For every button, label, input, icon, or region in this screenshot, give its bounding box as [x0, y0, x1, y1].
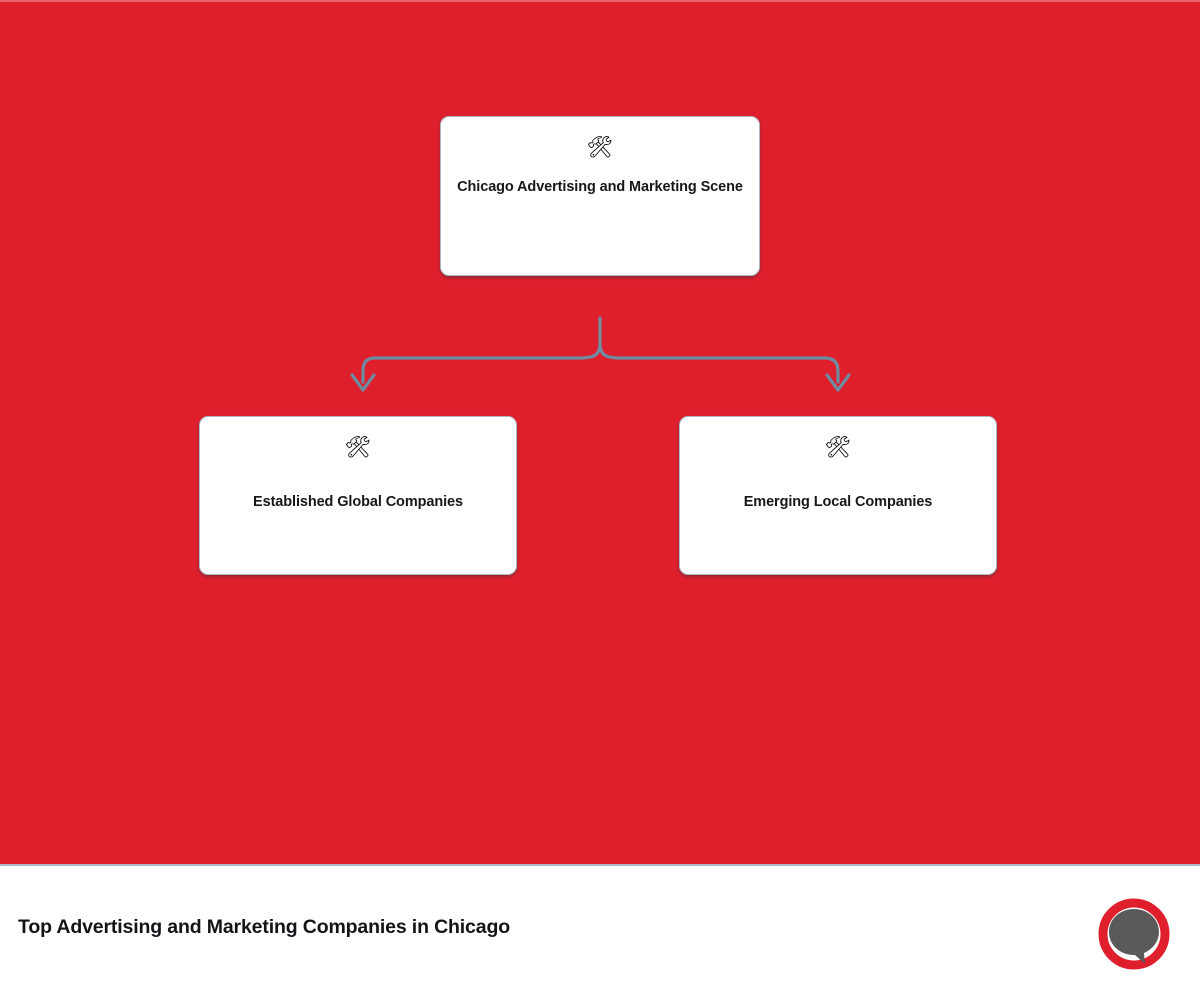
hammer-and-wrench-icon: 🛠: [344, 436, 372, 459]
canvas-top-hairline: [0, 0, 1200, 2]
footer-bar: Top Advertising and Marketing Companies …: [0, 864, 1200, 1000]
logo-speech-bubble: [1109, 909, 1159, 964]
diagram-canvas: 🛠 Chicago Advertising and Marketing Scen…: [0, 0, 1200, 864]
arrowhead-right: [825, 373, 851, 392]
hammer-and-wrench-icon: 🛠: [586, 136, 614, 159]
footer-title: Top Advertising and Marketing Companies …: [18, 916, 510, 938]
node-established-global-companies-label: Established Global Companies: [253, 494, 463, 510]
arrowhead-left: [350, 373, 376, 392]
node-root-label: Chicago Advertising and Marketing Scene: [457, 179, 743, 195]
node-emerging-local-companies[interactable]: 🛠 Emerging Local Companies: [679, 416, 997, 575]
connector-branch-left: [361, 342, 602, 384]
logo-ring: [1098, 898, 1170, 970]
speech-bubble-logo: [1098, 898, 1170, 970]
node-established-global-companies[interactable]: 🛠 Established Global Companies: [199, 416, 517, 575]
node-emerging-local-companies-label: Emerging Local Companies: [743, 494, 933, 510]
node-root[interactable]: 🛠 Chicago Advertising and Marketing Scen…: [440, 116, 760, 276]
hammer-and-wrench-icon: 🛠: [824, 436, 852, 459]
connector-branch-right: [598, 342, 840, 384]
